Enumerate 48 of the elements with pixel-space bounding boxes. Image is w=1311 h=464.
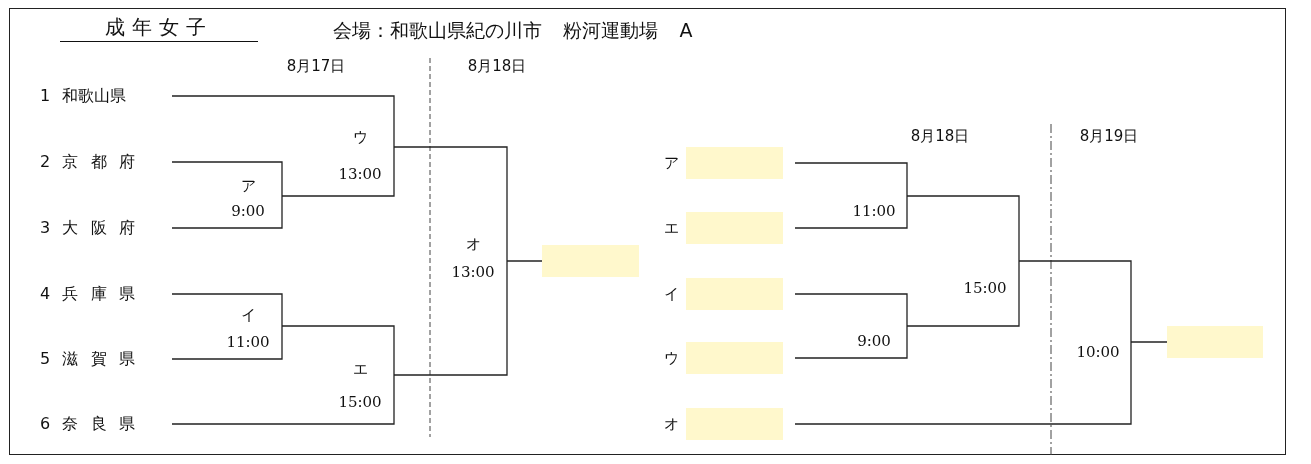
bracket-line bbox=[794, 195, 908, 229]
date-label: 8月19日 bbox=[1079, 126, 1139, 146]
bracket-line bbox=[906, 260, 1020, 327]
bracket-line bbox=[906, 195, 1020, 262]
bracket-line bbox=[171, 161, 283, 197]
bracket-line bbox=[794, 162, 908, 197]
date-label: 8月17日 bbox=[286, 56, 346, 76]
entry-field bbox=[1167, 326, 1263, 358]
bracket-line bbox=[171, 325, 283, 360]
slot-letter: オ bbox=[664, 414, 680, 435]
match-label: オ 13:00 bbox=[439, 232, 507, 284]
team-name: 3 大 阪 府 bbox=[40, 216, 172, 240]
bracket-line bbox=[794, 293, 908, 327]
entry-field bbox=[542, 245, 639, 277]
team-name: 4 兵 庫 県 bbox=[40, 282, 172, 306]
slot-letter: ウ bbox=[664, 348, 680, 369]
slot-letter: エ bbox=[664, 218, 680, 239]
bracket-line bbox=[171, 195, 283, 229]
match-label: イ 11:00 bbox=[214, 303, 282, 353]
bracket-line bbox=[1018, 260, 1132, 343]
bracket-line bbox=[281, 325, 395, 376]
bracket-line bbox=[171, 95, 395, 148]
bracket-line bbox=[794, 341, 1132, 425]
match-label: 10:00 bbox=[1065, 336, 1131, 364]
team-name: 2 京 都 府 bbox=[40, 150, 172, 174]
bracket-line bbox=[393, 146, 508, 262]
match-label: 9:00 bbox=[841, 320, 907, 351]
date-label: 8月18日 bbox=[467, 56, 527, 76]
team-name: 6 奈 良 県 bbox=[40, 412, 172, 436]
match-label: ウ 13:00 bbox=[326, 125, 394, 187]
diagram-title: 成年女子 bbox=[60, 14, 258, 42]
bracket-line bbox=[171, 293, 283, 327]
slot-letter: ア bbox=[664, 153, 680, 174]
slot-letter: イ bbox=[664, 284, 680, 305]
bracket-line bbox=[1130, 341, 1168, 343]
team-name: 5 滋 賀 県 bbox=[40, 347, 172, 371]
date-label: 8月18日 bbox=[910, 126, 970, 146]
bracket-line bbox=[393, 260, 508, 376]
bracket-line bbox=[794, 325, 908, 359]
match-label: エ 15:00 bbox=[326, 356, 394, 415]
bracket-line bbox=[506, 260, 543, 262]
match-label: 15:00 bbox=[951, 255, 1019, 299]
team-name: 1 和歌山県 bbox=[40, 84, 172, 108]
match-label: ア 9:00 bbox=[214, 174, 282, 224]
venue-label: 会場：和歌山県紀の川市 粉河運動場 A bbox=[333, 18, 693, 42]
bracket-line bbox=[171, 374, 395, 425]
match-label: 11:00 bbox=[841, 190, 907, 221]
bracket-line bbox=[281, 146, 395, 197]
